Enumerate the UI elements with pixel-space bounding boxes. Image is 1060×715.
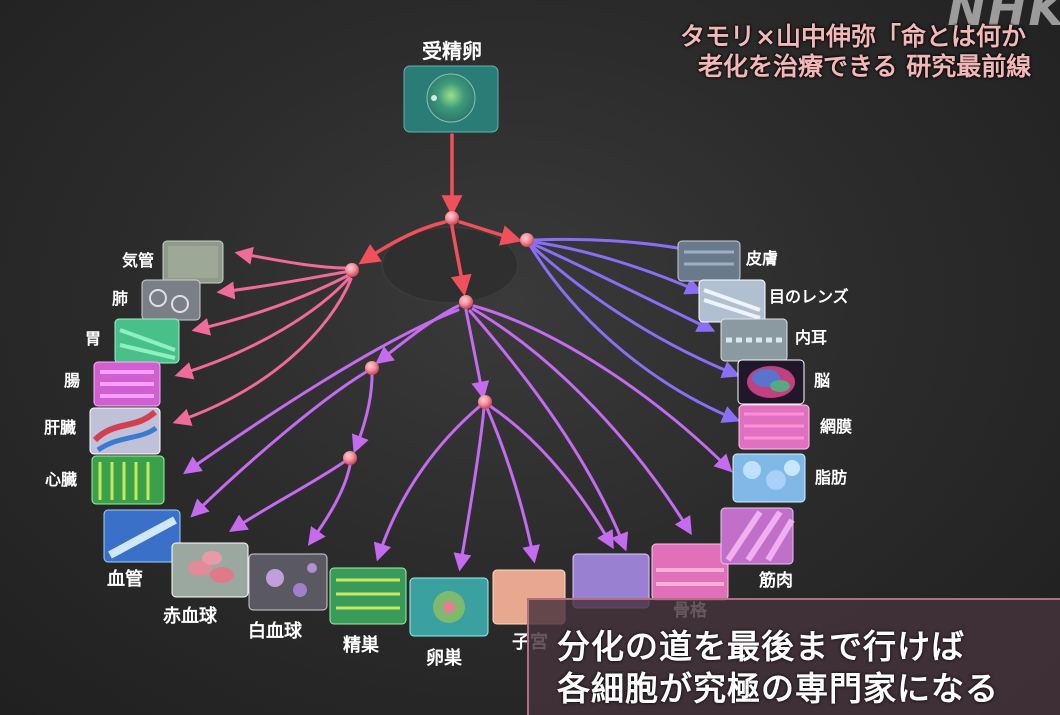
- tile-liver: [89, 407, 161, 455]
- label-trachea: 気管: [122, 251, 154, 270]
- node-ectoderm: [520, 233, 534, 247]
- arrow-to-retina: [529, 245, 741, 423]
- branch-nodes: [343, 211, 534, 465]
- arrow-to-ovary: [453, 406, 486, 572]
- label-ovary: 卵巣: [426, 647, 463, 669]
- arrow-to-inner-ear: [531, 242, 716, 332]
- tile-trachea: [162, 240, 224, 284]
- tile-muscle: [720, 507, 795, 565]
- label-muscle: 筋肉: [758, 570, 793, 591]
- tile-skin: [677, 240, 741, 282]
- caption-line1: 分化の道を最後まで行けば: [557, 627, 965, 666]
- arrow-to-fat: [472, 304, 733, 473]
- tile-lung: [141, 279, 201, 321]
- arrow-to-muscle: [471, 307, 692, 536]
- label-red-blood-cell: 赤血球: [163, 605, 218, 627]
- label-retina: 網膜: [820, 417, 852, 436]
- label-white-blood-cell: 白血球: [248, 620, 303, 642]
- program-title-line2: 老化を治療できる 研究最前線: [698, 52, 1032, 81]
- label-blood-vessel: 血管: [107, 568, 143, 590]
- fertilized-egg-tile: [403, 65, 499, 133]
- arrow-to-uterus: [485, 406, 540, 564]
- node-mesoderm: [459, 295, 473, 309]
- label-liver: 肝臓: [44, 418, 76, 437]
- arrow-to-heart: [183, 308, 460, 475]
- node-a: [365, 361, 379, 375]
- arrow-left-branch: [358, 220, 447, 265]
- caption-line2: 各細胞が究極の専門家になる: [557, 669, 999, 708]
- arrow-to-white-blood-cell: [307, 463, 352, 546]
- label-testis: 精巣: [343, 634, 380, 656]
- tile-brain: [737, 359, 805, 405]
- arrow-to-lung: [216, 270, 347, 300]
- node-top: [445, 211, 459, 225]
- arrow-to-trachea: [234, 246, 348, 270]
- arrow-to-red-blood-cell: [228, 460, 346, 532]
- arrow-to-node-c: [351, 373, 374, 454]
- arrow-to-liver: [172, 277, 353, 426]
- broadcaster-logo: NHK: [947, 0, 1060, 36]
- label-brain: 脳: [814, 371, 830, 390]
- node-b: [478, 395, 492, 409]
- tile-ovary: [409, 577, 489, 637]
- program-title-line1: タモリ×山中伸弥「命とは何か: [680, 22, 1026, 51]
- tile-retina: [738, 404, 810, 450]
- label-stomach: 胃: [85, 329, 101, 348]
- label-heart: 心臓: [45, 470, 77, 489]
- label-lung: 肺: [112, 289, 128, 308]
- label-fat: 脂肪: [815, 468, 847, 487]
- arrow-to-bone: [468, 309, 629, 552]
- tile-inner-ear: [720, 318, 788, 362]
- tile-red-blood-cell: [171, 542, 249, 598]
- label-lens: 目のレンズ: [769, 287, 849, 306]
- label-intestine: 腸: [64, 371, 80, 390]
- arrow-to-lens: [532, 240, 704, 295]
- tile-lens: [698, 279, 766, 323]
- arrow-right-branch: [458, 220, 523, 246]
- tile-stomach: [114, 318, 180, 364]
- arrow-to-stomach: [191, 274, 349, 336]
- arrow-to-node-a: [375, 304, 460, 365]
- root-label: 受精卵: [422, 39, 482, 63]
- arrow-to-node-b: [464, 308, 490, 400]
- arrow-to-bone-b: [488, 404, 614, 550]
- arrow-to-testis: [373, 404, 482, 562]
- subtitle-caption: 分化の道を最後まで行けば 各細胞が究極の専門家になる: [527, 598, 1060, 715]
- tile-white-blood-cell: [248, 553, 328, 611]
- label-skin: 皮膚: [745, 249, 778, 268]
- arrow-to-brain: [530, 244, 741, 378]
- arrow-center-branch: [450, 224, 472, 297]
- tile-intestine: [93, 361, 161, 407]
- tile-fat: [732, 453, 806, 503]
- node-c: [343, 451, 357, 465]
- label-inner-ear: 内耳: [795, 328, 827, 347]
- arrow-to-intestine: [174, 276, 351, 380]
- tile-testis: [329, 567, 407, 625]
- cell-labels: 気管 肺 胃 腸 肝臓 心臓 血管 赤血球 白血球 精巣 卵巣 子宮 骨格 筋肉…: [44, 249, 852, 669]
- tile-muscle-pink: [651, 543, 729, 601]
- tile-blood-vessel: [103, 509, 181, 563]
- program-title: タモリ×山中伸弥「命とは何か 老化を治療できる 研究最前線: [680, 22, 1060, 82]
- node-endoderm: [345, 263, 359, 277]
- tile-heart: [91, 455, 165, 505]
- arrow-to-blood-vessel: [190, 370, 368, 518]
- arrows: [172, 133, 741, 572]
- center-platform: [381, 226, 519, 304]
